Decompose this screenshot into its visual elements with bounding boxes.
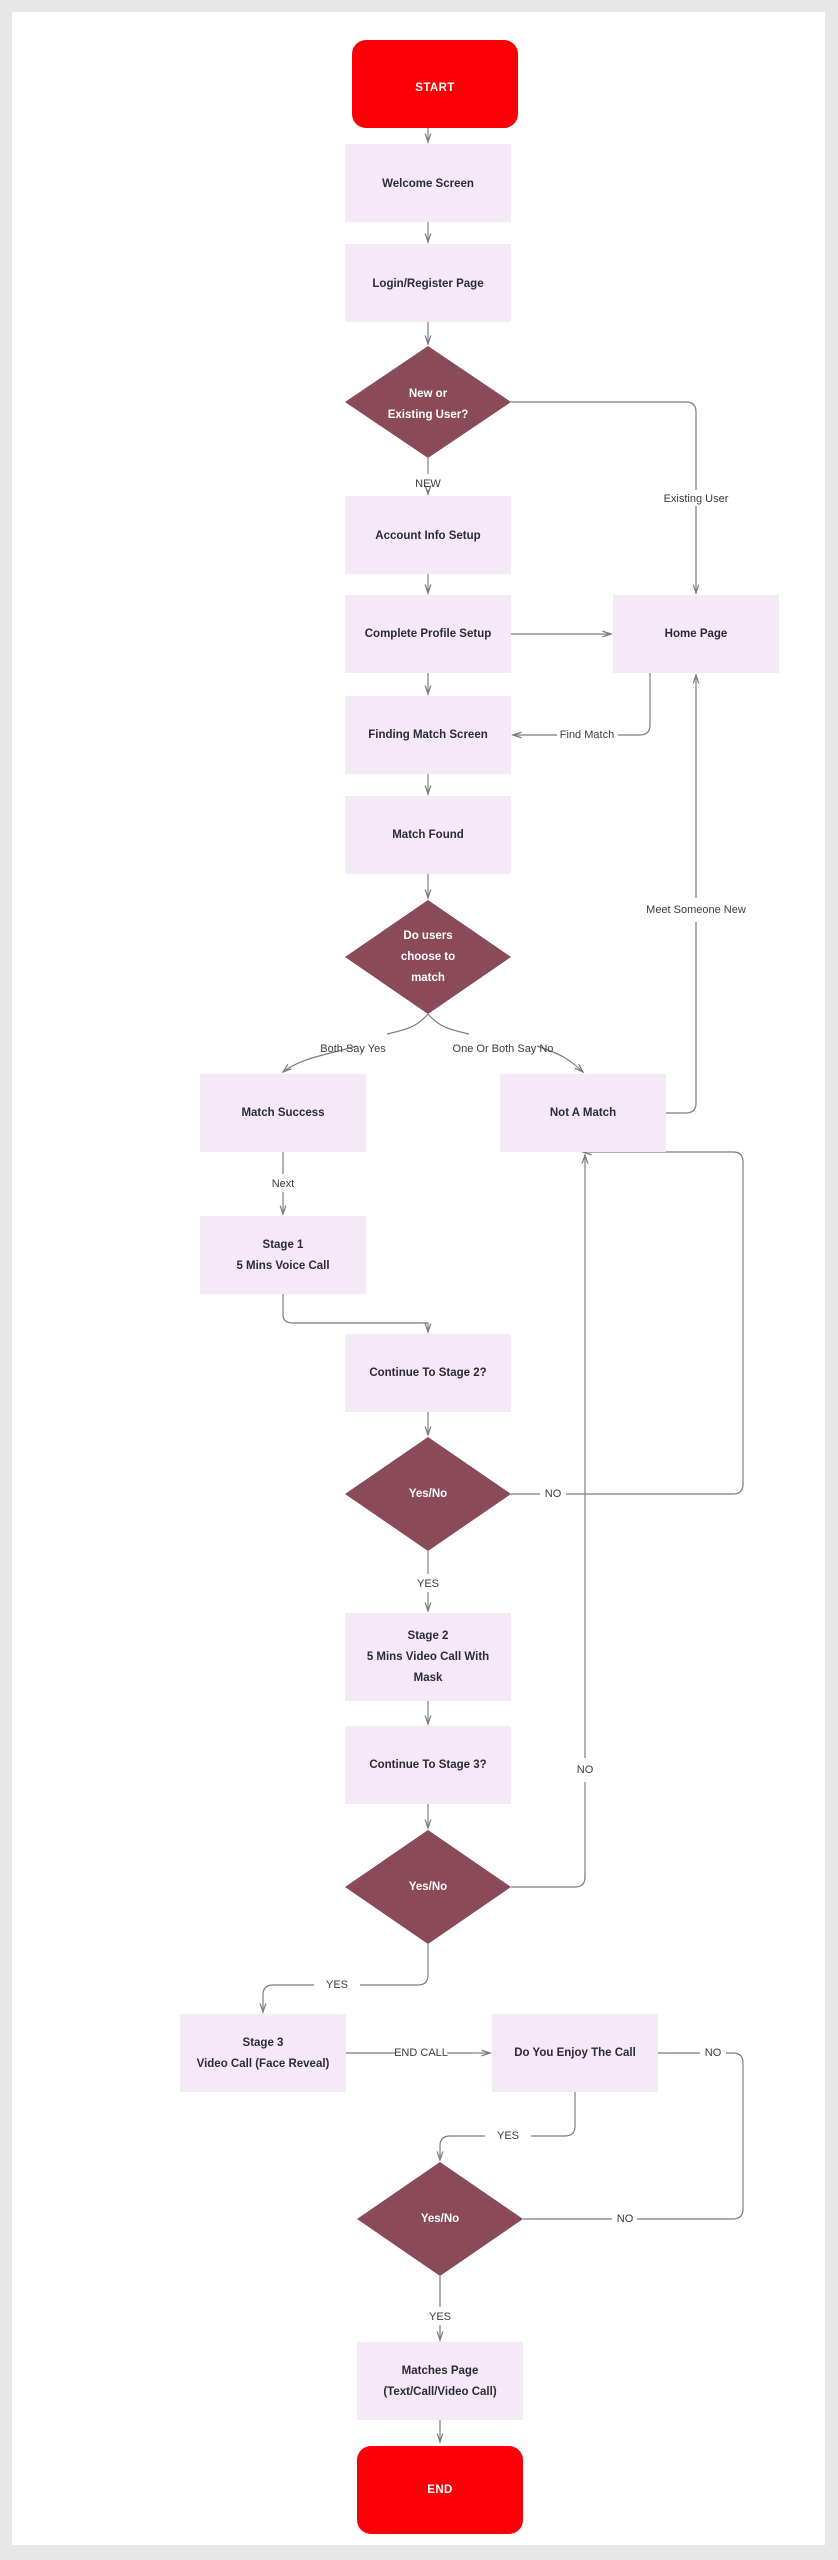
node-login-register-page-label: Login/Register Page xyxy=(372,278,483,290)
edge-label-existing-user: Existing User xyxy=(664,493,729,505)
node-continue-to-stage-2[interactable]: Continue To Stage 2? xyxy=(345,1334,511,1412)
node-new-or-existing-user-label-1: New or xyxy=(409,388,448,400)
edge-label-meet-someone-new: Meet Someone New xyxy=(646,904,746,916)
edge-label-find-match: Find Match xyxy=(560,729,614,741)
edge-notamatch-homepage xyxy=(666,675,696,1114)
edge-label-no-4: NO xyxy=(617,2213,634,2225)
edge-dousers-notamatch xyxy=(427,1013,583,1072)
node-matches-page-label-1: Matches Page xyxy=(402,2365,479,2377)
node-home-page[interactable]: Home Page xyxy=(613,595,779,673)
node-yes-no-2[interactable]: Yes/No xyxy=(345,1830,511,1944)
edge-yesno2-stage3 xyxy=(262,1944,429,2004)
edge-dousers-matchsuccess xyxy=(283,1013,429,1072)
edge-label-next: Next xyxy=(272,1178,295,1190)
node-finding-match-screen[interactable]: Finding Match Screen xyxy=(345,696,511,774)
node-do-users-choose-to-match[interactable]: Do users choose to match xyxy=(345,900,511,1014)
node-yes-no-1[interactable]: Yes/No xyxy=(345,1437,511,1551)
node-end-label: END xyxy=(427,2484,452,2496)
edge-label-new: NEW xyxy=(415,478,441,490)
node-stage-3-label-1: Stage 3 xyxy=(243,2037,284,2049)
edge-label-one-or-both-no: One Or Both Say No xyxy=(453,1043,554,1055)
node-match-found-label: Match Found xyxy=(392,829,464,841)
node-yes-no-1-label: Yes/No xyxy=(409,1488,447,1500)
node-not-a-match[interactable]: Not A Match xyxy=(500,1074,666,1152)
node-stage-2-label-1: Stage 2 xyxy=(408,1630,449,1642)
node-continue-to-stage-3-label: Continue To Stage 3? xyxy=(369,1759,486,1771)
flowchart-canvas: START Welcome Screen Login/Register Page… xyxy=(12,12,825,2545)
node-finding-match-screen-label: Finding Match Screen xyxy=(368,729,488,741)
node-account-info-setup-label: Account Info Setup xyxy=(375,530,480,542)
node-do-users-label-3: match xyxy=(411,972,445,984)
edge-label-yes-4: YES xyxy=(429,2311,451,2323)
edge-label-yes-1: YES xyxy=(417,1578,439,1590)
edge-homepage-finding xyxy=(513,673,651,735)
node-yes-no-3[interactable]: Yes/No xyxy=(357,2162,523,2276)
edge-yesno2-notamatch xyxy=(511,1164,586,1888)
edge-label-no-1: NO xyxy=(545,1488,562,1500)
node-yes-no-3-label: Yes/No xyxy=(421,2213,459,2225)
edge-newexisting-homepage xyxy=(511,401,696,593)
node-yes-no-2-label: Yes/No xyxy=(409,1881,447,1893)
edge-enjoy-no xyxy=(652,2052,744,2220)
node-do-users-label-1: Do users xyxy=(403,930,452,942)
edge-label-both-say-yes: Both Say Yes xyxy=(320,1043,386,1055)
node-account-info-setup[interactable]: Account Info Setup xyxy=(345,496,511,574)
node-layer: START Welcome Screen Login/Register Page… xyxy=(180,40,779,2534)
node-new-or-existing-user[interactable]: New or Existing User? xyxy=(345,346,511,458)
node-matches-page-label-2: (Text/Call/Video Call) xyxy=(383,2386,496,2398)
node-stage-2-label-3: Mask xyxy=(414,1672,443,1684)
node-welcome-screen-label: Welcome Screen xyxy=(382,178,474,190)
node-welcome-screen[interactable]: Welcome Screen xyxy=(345,144,511,222)
node-continue-to-stage-2-label: Continue To Stage 2? xyxy=(369,1367,486,1379)
node-continue-to-stage-3[interactable]: Continue To Stage 3? xyxy=(345,1726,511,1804)
edge-yesno1-notamatch xyxy=(511,1151,744,1495)
node-do-users-label-2: choose to xyxy=(401,951,455,963)
edge-label-yes-3: YES xyxy=(497,2130,519,2142)
node-stage-1-label-2: 5 Mins Voice Call xyxy=(236,1260,329,1272)
node-not-a-match-label: Not A Match xyxy=(550,1107,616,1119)
flowchart-svg: START Welcome Screen Login/Register Page… xyxy=(180,40,779,2534)
node-stage-1-label-1: Stage 1 xyxy=(263,1239,305,1251)
edge-stage1-cont2 xyxy=(282,1294,428,1332)
node-do-you-enjoy-the-call-label: Do You Enjoy The Call xyxy=(514,2047,636,2059)
node-home-page-label: Home Page xyxy=(665,628,728,640)
node-start[interactable]: START xyxy=(352,40,518,128)
node-login-register-page[interactable]: Login/Register Page xyxy=(345,244,511,322)
edge-label-no-2: NO xyxy=(577,1764,594,1776)
edge-label-yes-2: YES xyxy=(326,1979,348,1991)
edge-enjoy-yesno3 xyxy=(439,2092,576,2152)
node-match-success-label: Match Success xyxy=(241,1107,324,1119)
node-stage-2-label-2: 5 Mins Video Call With xyxy=(367,1651,489,1663)
node-stage-2[interactable]: Stage 2 5 Mins Video Call With Mask xyxy=(345,1613,511,1701)
node-stage-3-label-2: Video Call (Face Reveal) xyxy=(197,2058,330,2070)
node-end[interactable]: END xyxy=(357,2446,523,2534)
node-complete-profile-setup[interactable]: Complete Profile Setup xyxy=(345,595,511,673)
node-stage-1[interactable]: Stage 1 5 Mins Voice Call xyxy=(200,1216,366,1294)
node-match-found[interactable]: Match Found xyxy=(345,796,511,874)
edge-label-end-call: END CALL xyxy=(394,2047,448,2059)
edge-label-no-3: NO xyxy=(705,2047,722,2059)
node-do-you-enjoy-the-call[interactable]: Do You Enjoy The Call xyxy=(492,2014,658,2092)
edge-label-layer: NEW Existing User Find Match Meet Someon… xyxy=(272,478,746,2323)
node-complete-profile-setup-label: Complete Profile Setup xyxy=(365,628,492,640)
node-start-label: START xyxy=(415,82,454,94)
node-new-or-existing-user-label-2: Existing User? xyxy=(388,409,469,421)
node-stage-3[interactable]: Stage 3 Video Call (Face Reveal) xyxy=(180,2014,346,2092)
node-match-success[interactable]: Match Success xyxy=(200,1074,366,1152)
node-matches-page[interactable]: Matches Page (Text/Call/Video Call) xyxy=(357,2342,523,2420)
edge-layer xyxy=(262,128,744,2442)
